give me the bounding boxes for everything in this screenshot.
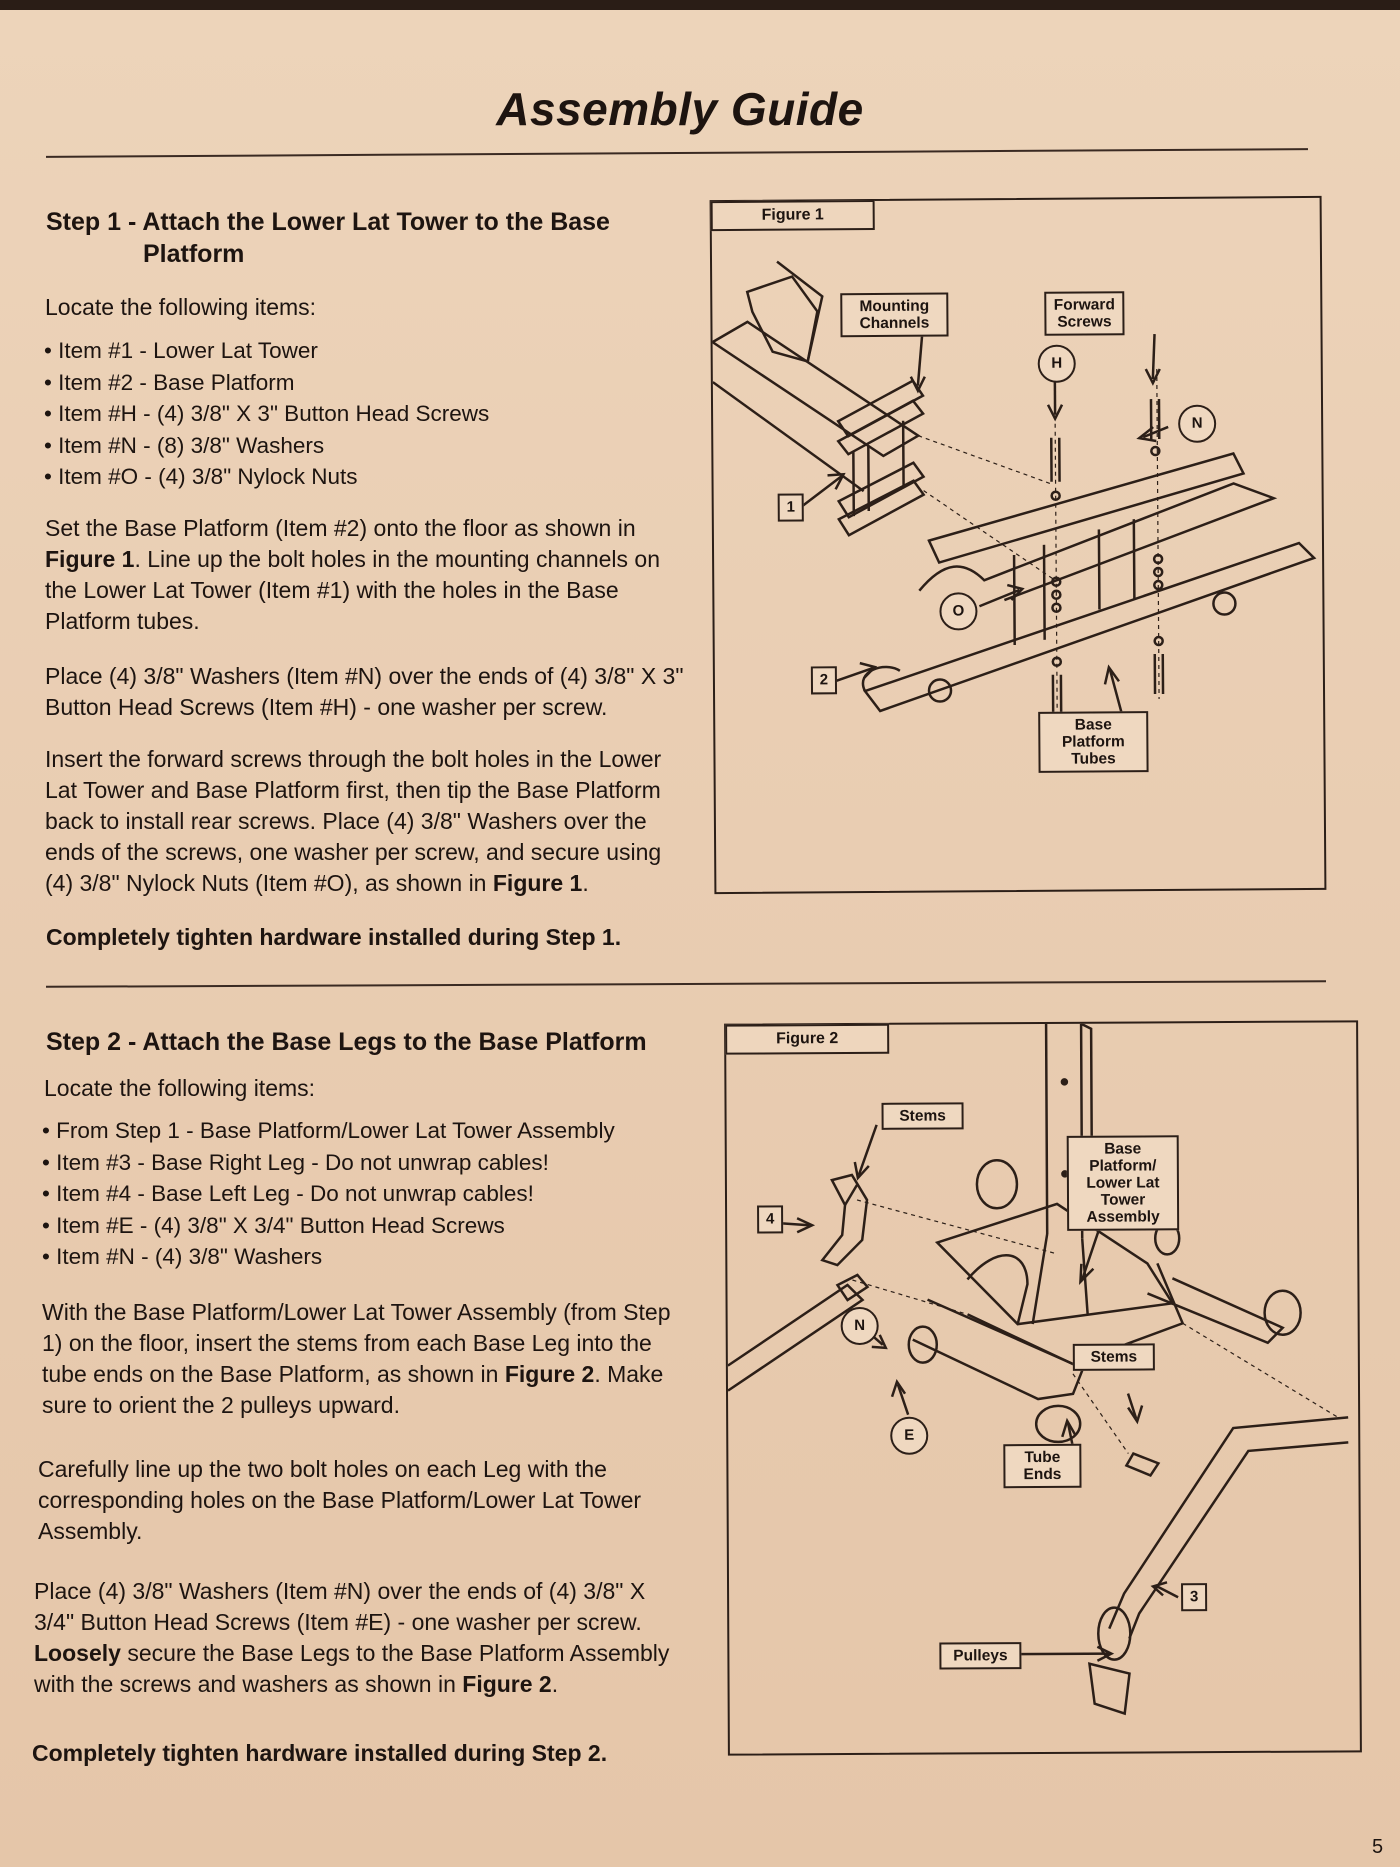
base-platform-tubes-callout: Base Platform Tubes [1038, 711, 1149, 773]
list-item: Item #H - (4) 3/8" X 3" Button Head Scre… [44, 398, 489, 430]
figure-2-drawing [727, 1022, 1349, 1716]
page-title: Assembly Guide [496, 83, 864, 135]
figure-ref: Figure 1 [492, 870, 583, 896]
item-3-marker: 3 [1181, 1583, 1208, 1612]
item-e-marker: E [890, 1416, 929, 1455]
figure-ref: Figure 2 [504, 1361, 595, 1387]
list-item: Item #3 - Base Right Leg - Do not unwrap… [42, 1147, 615, 1179]
step1-item-list: Item #1 - Lower Lat Tower Item #2 - Base… [44, 335, 489, 493]
assembly-callout: Base Platform/ Lower Lat Tower Assembly [1066, 1135, 1180, 1231]
figure-ref: Figure 1 [45, 546, 135, 572]
loosely-emphasis: Loosely [34, 1640, 121, 1666]
item-1-marker: 1 [777, 493, 804, 522]
forward-screws-callout: Forward Screws [1044, 291, 1125, 336]
list-item: Item #1 - Lower Lat Tower [44, 335, 489, 367]
step1-tighten-note: Completely tighten hardware installed du… [46, 924, 622, 950]
list-item: Item #E - (4) 3/8" X 3/4" Button Head Sc… [42, 1210, 615, 1242]
mounting-channels-callout: Mounting Channels [840, 292, 949, 338]
step1-heading: Step 1 - Attach the Lower Lat Tower to t… [46, 206, 610, 270]
item-o-marker: O [939, 592, 978, 631]
figure-1-drawing [711, 260, 1317, 735]
item-n-marker: N [840, 1306, 879, 1346]
list-item: Item #N - (8) 3/8" Washers [44, 430, 489, 462]
top-edge-shadow [0, 0, 1400, 10]
list-item: Item #4 - Base Left Leg - Do not unwrap … [42, 1178, 615, 1210]
list-item: Item #N - (4) 3/8" Washers [42, 1241, 615, 1273]
item-2-marker: 2 [810, 666, 838, 695]
step1-paragraph-3: Insert the forward screws through the bo… [45, 746, 662, 896]
step2-locate: Locate the following items: [44, 1075, 316, 1101]
figure-1: Figure 1 [709, 195, 1327, 895]
stems-callout-right: Stems [1072, 1343, 1155, 1371]
step2-heading: Step 2 - Attach the Base Legs to the Bas… [46, 1028, 647, 1056]
pulleys-callout: Pulleys [939, 1642, 1022, 1670]
step2-paragraph-2: Carefully line up the two bolt holes on … [38, 1456, 642, 1544]
page-number: 5 [1372, 1836, 1384, 1858]
item-n-marker: N [1178, 404, 1217, 443]
title-rule [46, 148, 1308, 158]
step1-locate: Locate the following items: [45, 294, 317, 320]
list-item: Item #O - (4) 3/8" Nylock Nuts [44, 461, 489, 493]
figure-2: Figure 2 [724, 1020, 1362, 1756]
step2-tighten-note: Completely tighten hardware installed du… [32, 1740, 608, 1766]
item-4-marker: 4 [757, 1205, 784, 1234]
step1-heading-line1: Step 1 - Attach the Lower Lat Tower to t… [46, 208, 610, 236]
item-h-marker: H [1037, 344, 1076, 383]
step2-paragraph-3: Place (4) 3/8" Washers (Item #N) over th… [34, 1578, 670, 1697]
tube-ends-callout: Tube Ends [1003, 1443, 1082, 1489]
step2-item-list: From Step 1 - Base Platform/Lower Lat To… [42, 1115, 615, 1273]
step1-heading-line2: Platform [143, 240, 245, 268]
figure-ref: Figure 2 [462, 1671, 552, 1697]
step1-paragraph-1: Set the Base Platform (Item #2) onto the… [45, 515, 661, 634]
list-item: Item #2 - Base Platform [44, 367, 489, 399]
section-rule [46, 980, 1326, 988]
stems-callout-top: Stems [881, 1102, 964, 1130]
step2-paragraph-1: With the Base Platform/Lower Lat Tower A… [42, 1299, 671, 1418]
list-item: From Step 1 - Base Platform/Lower Lat To… [42, 1115, 615, 1147]
step1-paragraph-2: Place (4) 3/8" Washers (Item #N) over th… [45, 663, 684, 720]
